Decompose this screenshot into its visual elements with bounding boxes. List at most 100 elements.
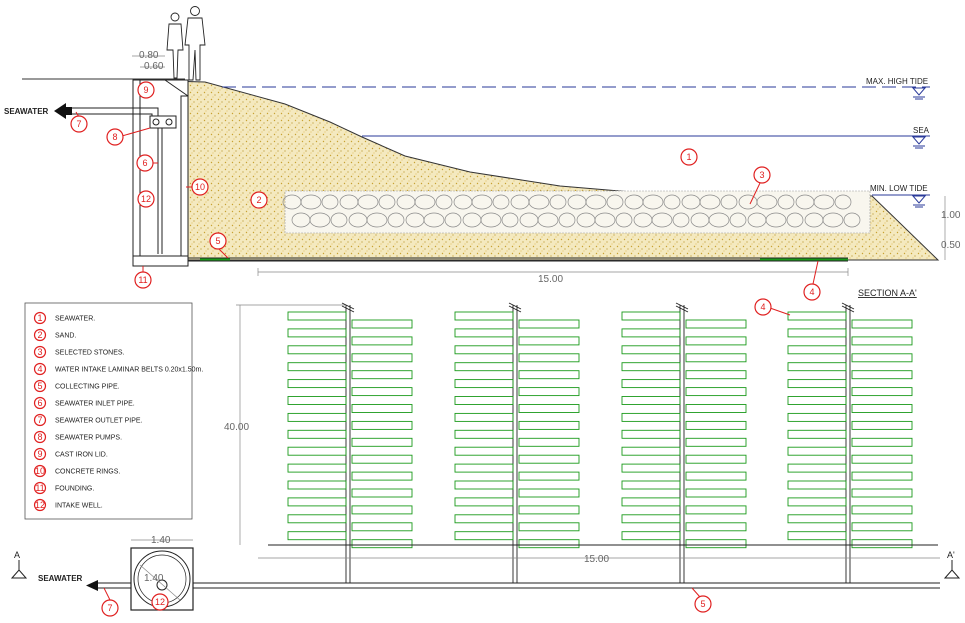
sea-label: SEA [913, 126, 930, 135]
legend-item: 10 CONCRETE RINGS. [33, 464, 120, 478]
laminar-belt [621, 362, 681, 372]
laminar-belt [287, 362, 347, 372]
callout-8: 8 [106, 127, 151, 146]
laminar-belt [851, 420, 913, 430]
callout-3: 3 [749, 166, 771, 205]
laminar-belt [518, 437, 580, 447]
laminar-belt [685, 353, 747, 363]
laminar-belt [454, 379, 514, 389]
svg-text:INTAKE WELL.: INTAKE WELL. [55, 503, 103, 510]
callout-11: 11 [134, 266, 152, 289]
laminar-belt [685, 404, 747, 413]
laminar-belt [351, 370, 413, 380]
outlet-pipe [70, 107, 159, 116]
svg-text:12: 12 [155, 597, 165, 607]
laminar-belt [518, 404, 580, 413]
laminar-belt [787, 311, 847, 321]
svg-text:4: 4 [37, 364, 42, 374]
svg-text:2: 2 [37, 330, 42, 340]
svg-text:CONCRETE RINGS.: CONCRETE RINGS. [55, 469, 120, 476]
min-low-tide-label: MIN. LOW TIDE [870, 184, 928, 193]
intake-well-plan [130, 547, 194, 611]
marker-a-prime: A' [947, 550, 955, 560]
callout-2: 2 [250, 191, 268, 209]
laminar-belt [851, 404, 913, 413]
laminar-belt [851, 505, 913, 515]
laminar-belt [454, 514, 514, 524]
callout-12a: 12 [137, 190, 155, 208]
dim-060: 0.60 [144, 61, 164, 72]
svg-text:10: 10 [35, 466, 45, 476]
laminar-belt [351, 539, 413, 549]
laminar-belt [787, 480, 847, 490]
founding [132, 255, 189, 267]
laminar-belt [454, 362, 514, 372]
laminar-belt [787, 362, 847, 372]
arrow-left-icon [54, 103, 66, 119]
laminar-belt [454, 412, 514, 422]
laminar-belt [787, 446, 847, 456]
laminar-belt [621, 345, 681, 355]
laminar-belt [518, 353, 580, 363]
laminar-belt [351, 471, 413, 481]
water-level-icon [911, 195, 927, 208]
laminar-belt [287, 429, 347, 439]
laminar-belt [518, 522, 580, 532]
laminar-belt [685, 522, 747, 532]
laminar-belt [351, 522, 413, 532]
laminar-belt [851, 336, 913, 346]
laminar-belt [518, 370, 580, 380]
svg-text:SEAWATER OUTLET PIPE.: SEAWATER OUTLET PIPE. [55, 418, 143, 425]
svg-text:6: 6 [37, 398, 42, 408]
laminar-belt [851, 471, 913, 481]
laminar-belt [454, 345, 514, 355]
svg-text:1: 1 [37, 313, 42, 323]
seawater-label-plan: SEAWATER [38, 574, 83, 583]
laminar-belt [685, 471, 747, 481]
marker-a-prime-icon [943, 569, 961, 579]
arrow-left-icon [86, 580, 98, 591]
svg-text:SEAWATER PUMPS.: SEAWATER PUMPS. [55, 435, 122, 442]
laminar-belt [454, 396, 514, 405]
svg-text:4: 4 [809, 287, 814, 297]
laminar-belt [518, 488, 580, 498]
laminar-belt [787, 497, 847, 507]
laminar-belt [685, 370, 747, 380]
laminar-belt [454, 463, 514, 473]
laminar-belt [351, 404, 413, 413]
marker-a-icon [10, 569, 28, 579]
svg-text:3: 3 [37, 347, 42, 357]
marker-a: A [14, 550, 20, 560]
laminar-belt [454, 497, 514, 507]
laminar-belt [518, 471, 580, 481]
svg-text:COLLECTING PIPE.: COLLECTING PIPE. [55, 384, 120, 391]
laminar-belt [685, 539, 747, 549]
callouts: 1 2 3 4 4 5 5 6 7 7 8 9 10 11 12 12 [70, 81, 821, 617]
max-high-tide-label: MAX. HIGH TIDE [866, 77, 928, 86]
plan-view: 40.00 15.00 SEAWATER 1.40 1.40 A A' [10, 302, 961, 611]
dim-length-plan: 15.00 [584, 554, 609, 565]
laminar-belt [287, 311, 347, 321]
svg-text:9: 9 [143, 85, 148, 95]
svg-text:7: 7 [107, 603, 112, 613]
laminar-belt [787, 463, 847, 473]
laminar-belt [351, 387, 413, 397]
laminar-belt [621, 480, 681, 490]
svg-text:7: 7 [76, 119, 81, 129]
svg-text:5: 5 [700, 599, 705, 609]
laminar-belt [621, 311, 681, 321]
laminar-belt [287, 480, 347, 490]
svg-text:6: 6 [142, 158, 147, 168]
laminar-belt [685, 437, 747, 447]
svg-text:CAST IRON LID.: CAST IRON LID. [55, 452, 108, 459]
laminar-belt [787, 429, 847, 439]
laminar-belt [518, 387, 580, 397]
laminar-belt [685, 488, 747, 498]
laminar-belt [851, 539, 913, 549]
laminar-belt [621, 328, 681, 338]
laminar-belt [287, 531, 347, 541]
